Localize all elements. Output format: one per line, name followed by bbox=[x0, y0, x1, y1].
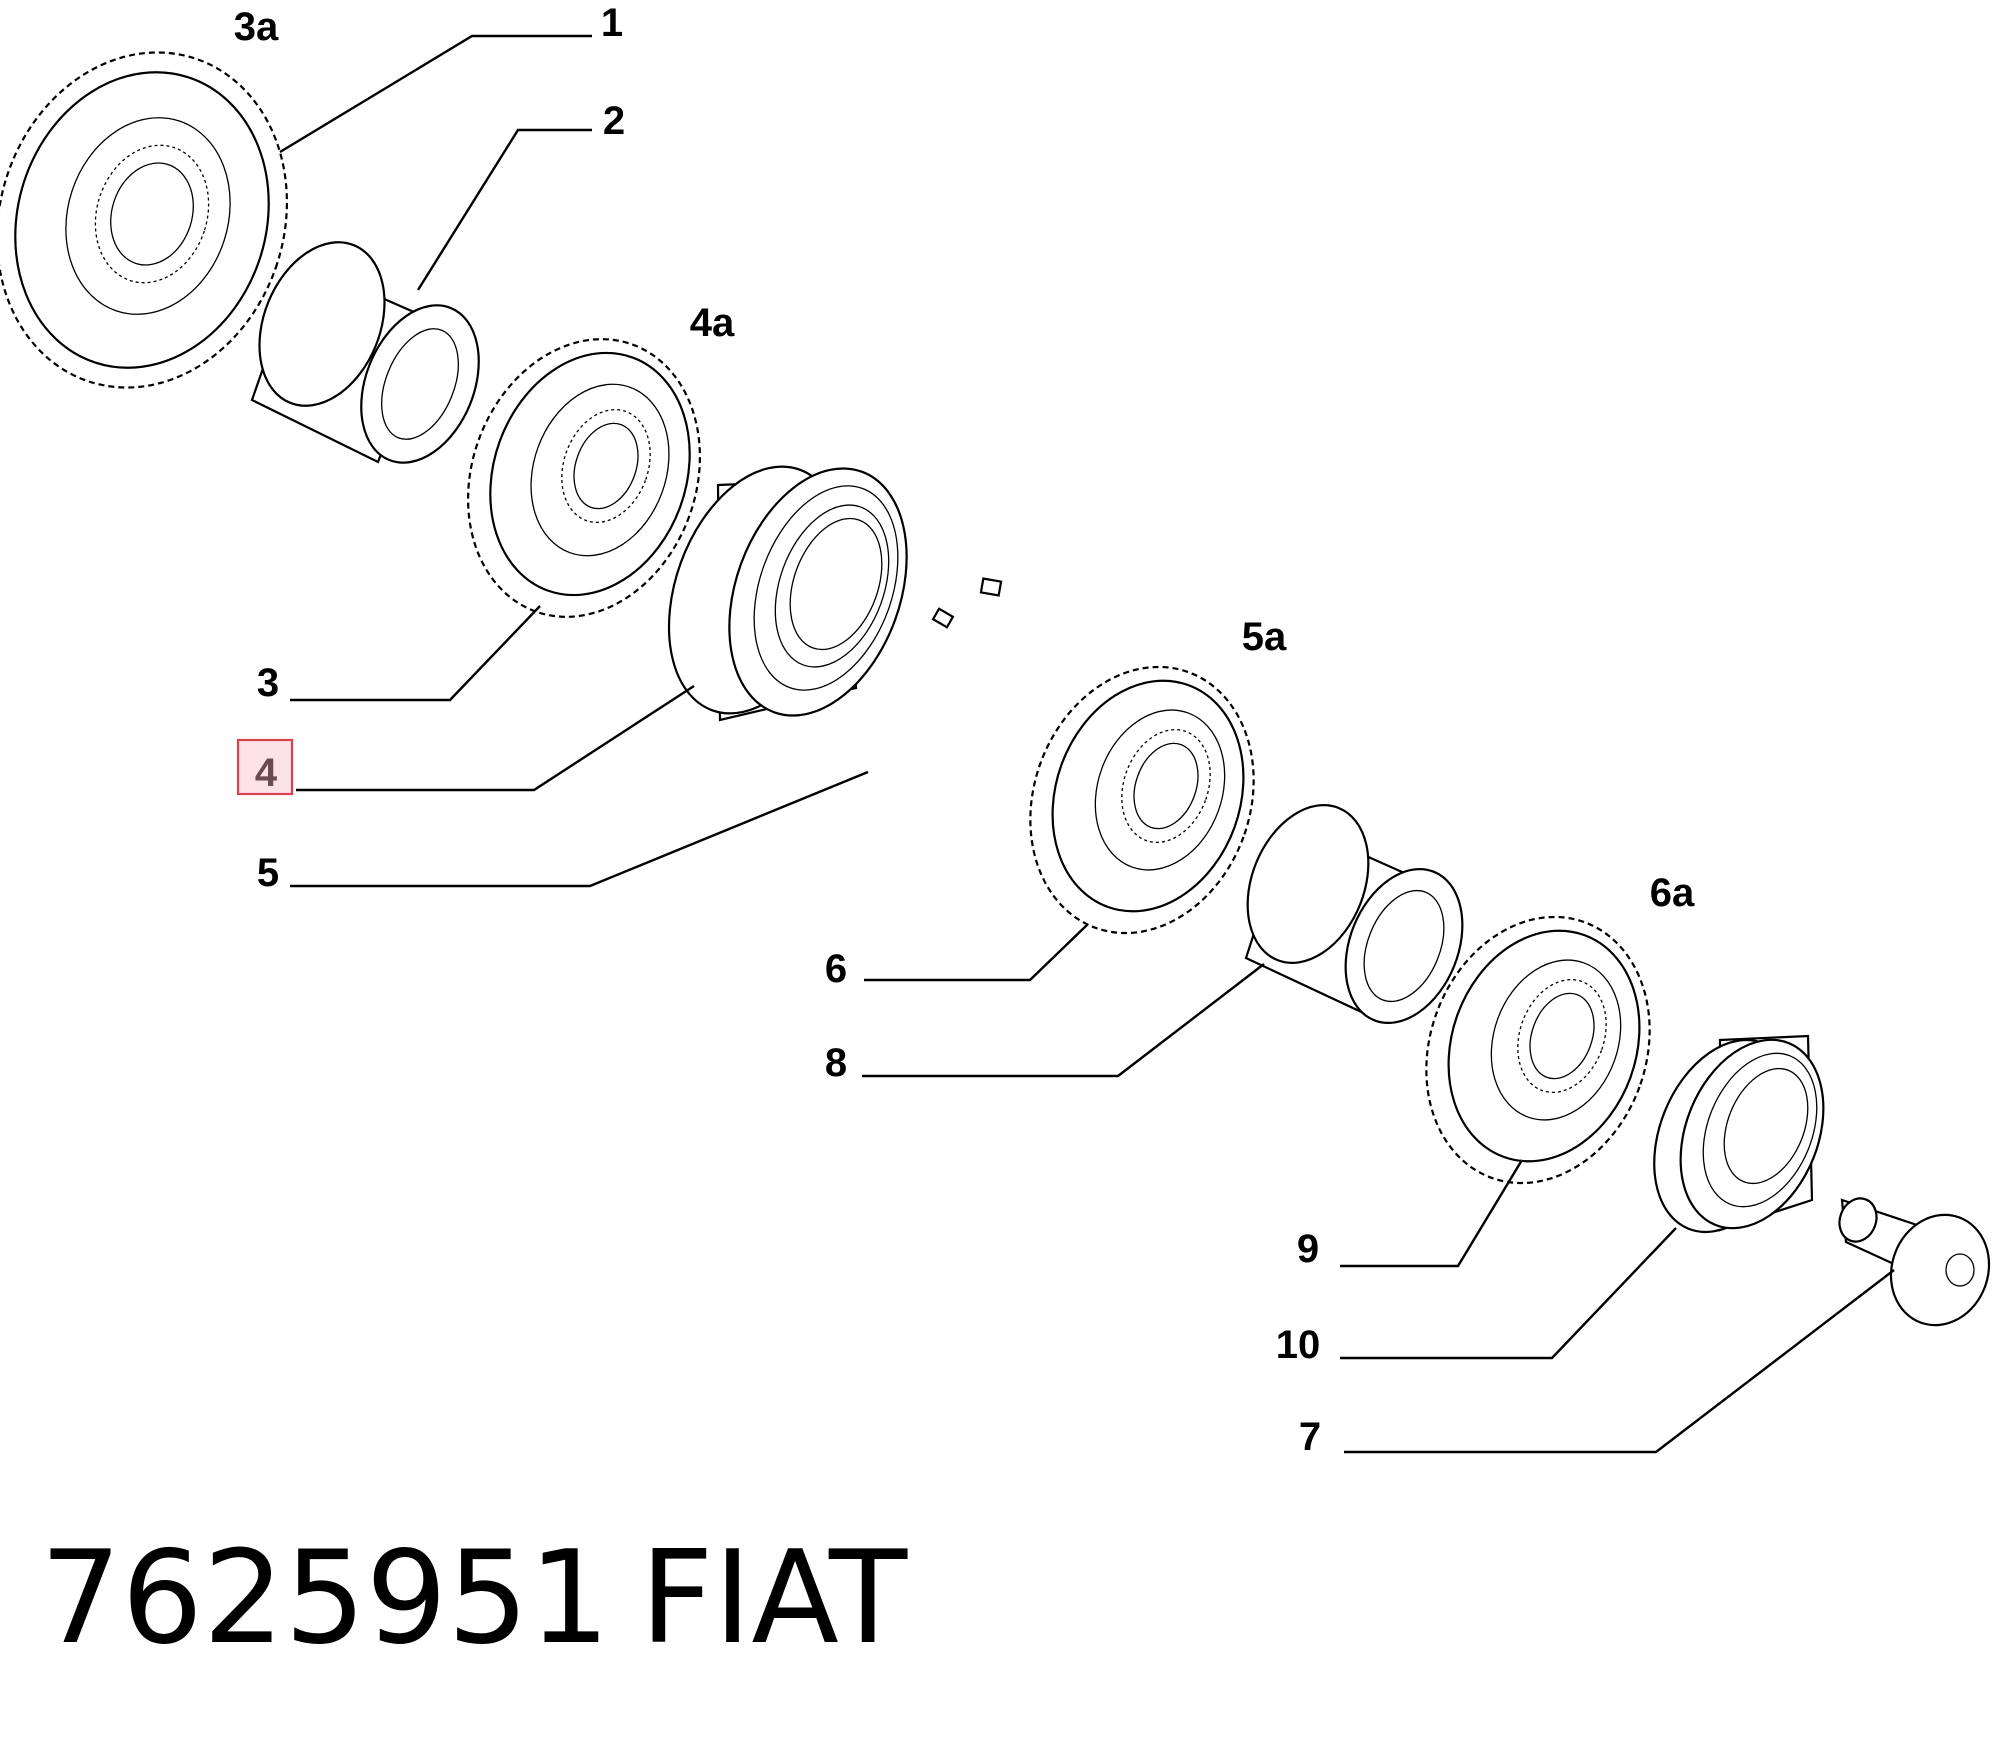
leader-10 bbox=[1340, 1227, 1677, 1360]
leader-3 bbox=[290, 605, 541, 702]
leader-8 bbox=[862, 963, 1265, 1078]
callout-4a: 4a bbox=[690, 301, 735, 345]
bushing-2 bbox=[250, 241, 480, 464]
callout-6: 6 bbox=[825, 947, 847, 991]
callout-6a: 6a bbox=[1650, 871, 1695, 915]
leader-7 bbox=[1344, 1269, 1895, 1454]
bushing-8 bbox=[1244, 804, 1464, 1024]
callout-4[interactable]: 4 bbox=[255, 751, 278, 795]
callout-1: 1 bbox=[601, 1, 623, 45]
leader-6 bbox=[864, 923, 1089, 982]
callout-4-highlight[interactable]: 4 bbox=[236, 738, 294, 796]
callout-4-box[interactable] bbox=[236, 738, 294, 796]
snap-ring-5 bbox=[874, 577, 1049, 808]
gear-5a bbox=[1029, 665, 1255, 935]
bearing-10 bbox=[1653, 1034, 1825, 1234]
callout-3a: 3a bbox=[234, 5, 279, 49]
leader-1 bbox=[279, 34, 592, 154]
callout-2: 2 bbox=[603, 99, 625, 143]
bolt-7 bbox=[1838, 1197, 1991, 1327]
callout-7: 7 bbox=[1299, 1415, 1321, 1459]
gear-3a bbox=[0, 51, 289, 389]
leader-lines bbox=[279, 34, 1895, 1454]
callout-10: 10 bbox=[1276, 1323, 1321, 1367]
gear-4a bbox=[466, 338, 702, 618]
leader-2 bbox=[416, 128, 592, 291]
leader-5 bbox=[290, 770, 869, 888]
leader-4 bbox=[296, 684, 695, 792]
bearing-4 bbox=[667, 465, 908, 722]
callout-5a: 5a bbox=[1242, 615, 1287, 659]
leader-9 bbox=[1340, 1159, 1524, 1268]
part-number: 7625951 bbox=[40, 1524, 610, 1673]
callout-3: 3 bbox=[257, 661, 279, 705]
callout-5: 5 bbox=[257, 851, 279, 895]
brand-name: FIAT bbox=[640, 1524, 908, 1673]
callout-8: 8 bbox=[825, 1041, 847, 1085]
callout-9: 9 bbox=[1297, 1227, 1319, 1271]
gear-6a bbox=[1425, 915, 1651, 1185]
